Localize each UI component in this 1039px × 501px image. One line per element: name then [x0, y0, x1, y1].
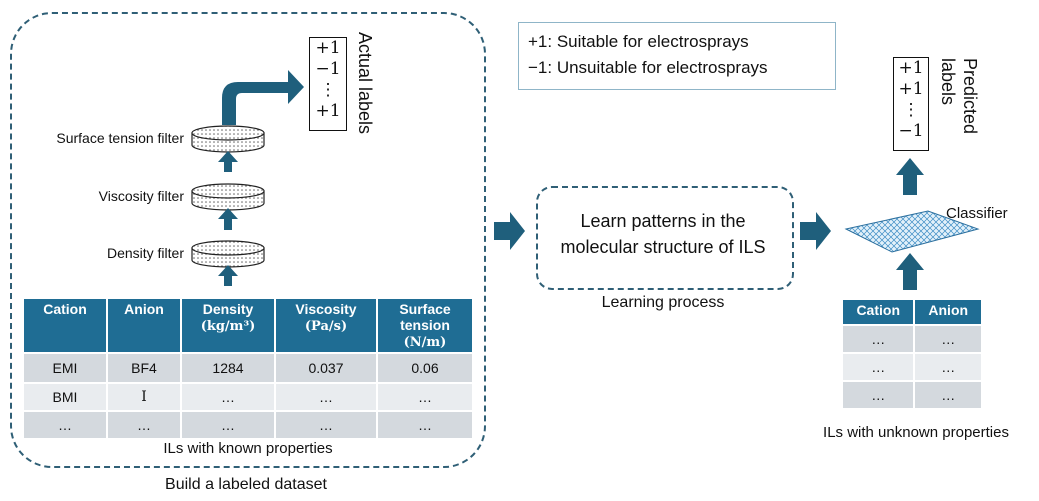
actual-label: +1 [315, 38, 341, 58]
col-header-surface-tension: Surface tension(N/m) [376, 297, 474, 354]
col-header-viscosity: Viscosity(Pa/s) [274, 297, 378, 354]
actual-labels-title: Actual labels [355, 32, 375, 135]
learning-text: Learn patterns in the molecular structur… [560, 211, 766, 257]
classifier-label: Classifier [946, 205, 1008, 222]
unknown-properties-table: Cation Anion … … … … … … [840, 298, 983, 410]
predicted-labels-box: +1 +1 ⋮ −1 [893, 57, 929, 151]
surface-tension-filter-label: Surface tension filter [56, 130, 184, 146]
col-header-anion: Anion [106, 297, 182, 354]
table-row: … … [840, 380, 983, 410]
up-arrow-right-upper [896, 158, 924, 195]
viscosity-filter-disc [191, 183, 265, 211]
known-table-caption: ILs with known properties [163, 440, 333, 457]
learning-caption: Learning process [601, 294, 725, 311]
up-arrow-right-lower [896, 253, 924, 290]
viscosity-filter-label: Viscosity filter [98, 188, 184, 204]
table-row: … … [840, 352, 983, 382]
density-filter-label: Density filter [106, 245, 184, 261]
table-row: BMI I … … … [22, 382, 474, 412]
col-header-cation: Cation [840, 298, 916, 326]
density-filter-disc [191, 240, 265, 268]
predicted-label: ⋮ [902, 100, 920, 120]
known-properties-table: Cation Anion Density(kg/m³) Viscosity(Pa… [22, 297, 474, 440]
up-arrow-3 [218, 151, 238, 172]
curved-arrow-icon [222, 70, 304, 125]
up-arrow-2 [218, 208, 238, 230]
surface-tension-filter-disc [191, 125, 265, 153]
col-header-anion: Anion [913, 298, 983, 326]
predicted-labels-title: Predicted labels [938, 58, 980, 135]
learning-process-box [536, 186, 794, 290]
density-unit: (kg/m³) [200, 319, 256, 334]
actual-labels-box: +1 −1 ⋮ +1 [309, 37, 347, 131]
unknown-table-caption: ILs with unknown properties [823, 424, 1009, 441]
table-row: … … [840, 324, 983, 354]
actual-label: ⋮ [319, 80, 337, 100]
predicted-label: +1 [898, 79, 924, 99]
right-arrow-1 [494, 212, 525, 250]
col-header-cation: Cation [22, 297, 108, 354]
actual-label: −1 [315, 59, 341, 79]
up-arrow-1 [218, 265, 238, 286]
predicted-label: −1 [898, 121, 924, 141]
panel-caption: Build a labeled dataset [165, 476, 327, 493]
viscosity-unit: (Pa/s) [304, 319, 348, 334]
labeled-dataset-panel [10, 12, 486, 468]
table-row: EMI BF4 1284 0.037 0.06 [22, 352, 474, 384]
legend-box [518, 22, 836, 90]
col-header-density: Density(kg/m³) [180, 297, 276, 354]
classifier-plane-icon [844, 210, 980, 253]
predicted-label: +1 [898, 58, 924, 78]
actual-label: +1 [315, 101, 341, 121]
table-row: … … … … … [22, 410, 474, 440]
surface-tension-unit: (N/m) [403, 335, 447, 350]
legend-positive: +1: Suitable for electrosprays [528, 32, 749, 51]
legend-negative: −1: Unsuitable for electrosprays [528, 58, 768, 77]
right-arrow-2 [800, 212, 831, 250]
